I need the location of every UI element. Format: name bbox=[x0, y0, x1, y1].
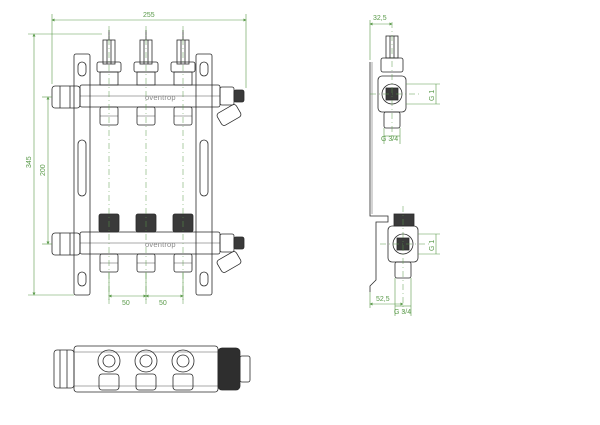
plan-end-cap-right bbox=[217, 347, 251, 391]
dim-thread-top: G 1 bbox=[429, 90, 436, 101]
brand-label-top: oventrop bbox=[145, 93, 176, 102]
dim-pitch-right: 50 bbox=[159, 300, 167, 307]
side-bracket bbox=[369, 62, 389, 292]
brand-label-bottom: oventrop bbox=[145, 240, 176, 249]
plan-outlets bbox=[98, 373, 194, 391]
union-bottom-left bbox=[51, 232, 81, 256]
dim-side-bottom: 52,5 bbox=[376, 296, 390, 303]
plan-flow-meter-heads bbox=[97, 349, 195, 373]
union-top-left bbox=[51, 85, 81, 109]
side-dimensions bbox=[369, 20, 440, 316]
dim-overall-height: 345 bbox=[26, 156, 33, 168]
side-view bbox=[369, 22, 430, 312]
plan-view bbox=[53, 345, 251, 393]
plan-manifold-body bbox=[73, 345, 219, 393]
front-centre-lines bbox=[108, 26, 184, 304]
mounting-rail-right bbox=[195, 53, 213, 296]
dim-outlet-thread-bottom: G 3/4 bbox=[394, 309, 411, 316]
dim-overall-width: 255 bbox=[143, 12, 155, 19]
end-cap-top-right bbox=[216, 86, 245, 126]
mounting-rail-left bbox=[73, 53, 91, 296]
dim-bracket-spacing: 200 bbox=[40, 164, 47, 176]
end-cap-bottom-right bbox=[216, 233, 245, 273]
front-dimensions bbox=[28, 14, 247, 300]
dim-pitch-left: 50 bbox=[122, 300, 130, 307]
front-view bbox=[51, 26, 245, 304]
side-return-body bbox=[387, 213, 419, 279]
dim-side-top: 32,5 bbox=[373, 15, 387, 22]
dim-outlet-thread-top: G 3/4 bbox=[381, 136, 398, 143]
side-centre-lines bbox=[370, 22, 430, 312]
plan-union-left bbox=[53, 349, 75, 389]
dim-thread-bottom: G 1 bbox=[429, 240, 436, 251]
